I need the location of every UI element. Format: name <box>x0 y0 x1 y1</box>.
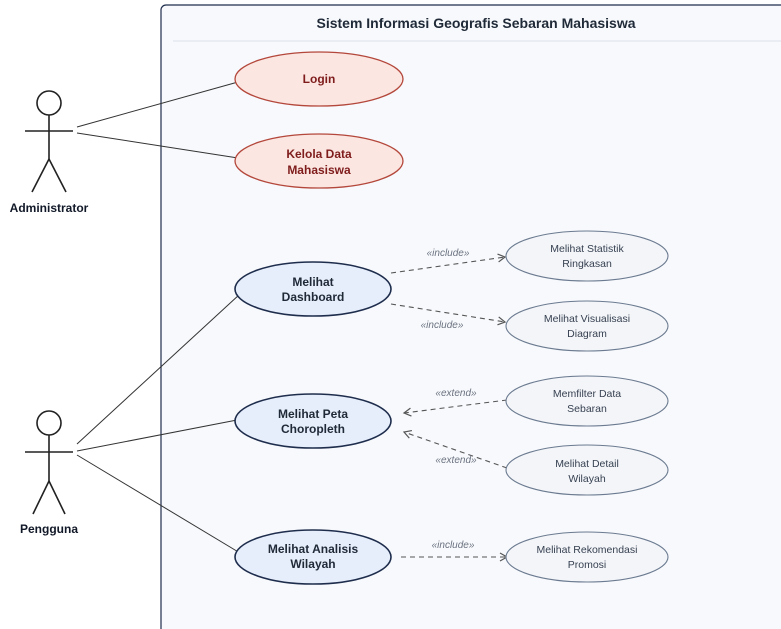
stereotype-include-1: «include» <box>427 248 470 259</box>
usecase-kelola-label-1: Kelola Data <box>286 147 352 161</box>
usecase-analisis-label-1: Melihat Analisis <box>268 542 359 556</box>
usecase-filter-label-1: Memfilter Data <box>553 388 621 400</box>
usecase-melihat-statistik-ringkasan[interactable]: Melihat Statistik Ringkasan <box>505 230 669 282</box>
usecase-visualisasi-label-1: Melihat Visualisasi <box>544 313 630 325</box>
actor-pengguna <box>25 410 73 515</box>
extend-detail-peta <box>402 429 508 469</box>
usecase-peta-label-1: Melihat Peta <box>278 407 348 421</box>
assoc-admin-login <box>76 81 239 128</box>
usecase-melihat-rekomendasi-promosi[interactable]: Melihat Rekomendasi Promosi <box>505 531 669 583</box>
usecase-detail-label-1: Melihat Detail <box>555 458 619 470</box>
stereotype-extend-2: «extend» <box>435 455 477 466</box>
usecase-rekomendasi-label-2: Promosi <box>568 559 607 571</box>
actor-administrator <box>25 90 73 193</box>
include-dashboard-statistik <box>390 253 507 274</box>
usecase-dashboard-label-1: Melihat <box>292 275 333 289</box>
usecase-detail-label-2: Wilayah <box>568 473 606 485</box>
usecase-login-label: Login <box>303 72 336 86</box>
actor-label-pengguna: Pengguna <box>20 522 78 536</box>
stereotype-include-3: «include» <box>432 540 475 551</box>
usecase-peta-label-2: Choropleth <box>281 422 345 436</box>
include-dashboard-visualisasi <box>390 303 507 326</box>
usecase-login[interactable]: Login <box>234 51 404 107</box>
assoc-admin-kelola <box>76 132 239 159</box>
assoc-user-analisis <box>76 454 241 554</box>
stereotype-include-2: «include» <box>421 320 464 331</box>
assoc-user-dashboard <box>76 293 241 445</box>
actor-head <box>36 90 62 116</box>
actor-label-administrator: Administrator <box>10 201 89 215</box>
usecase-statistik-label-1: Melihat Statistik <box>550 243 624 255</box>
actor-right-leg <box>48 158 67 193</box>
usecase-filter-label-2: Sebaran <box>567 403 607 415</box>
actor-right-leg <box>48 480 66 515</box>
usecase-dashboard-label-2: Dashboard <box>282 290 345 304</box>
actor-left-leg <box>31 158 50 193</box>
usecase-analisis-label-2: Wilayah <box>290 557 335 571</box>
usecase-visualisasi-label-2: Diagram <box>567 328 607 340</box>
stereotype-extend-1: «extend» <box>435 388 477 399</box>
assoc-user-peta <box>76 419 238 452</box>
usecase-kelola-label-2: Mahasiswa <box>287 163 351 177</box>
usecase-melihat-dashboard[interactable]: Melihat Dashboard <box>234 261 392 317</box>
usecase-melihat-peta-choropleth[interactable]: Melihat Peta Choropleth <box>234 393 392 449</box>
usecase-memfilter-data-sebaran[interactable]: Memfilter Data Sebaran <box>505 375 669 427</box>
actor-left-leg <box>32 480 50 515</box>
usecase-melihat-visualisasi-diagram[interactable]: Melihat Visualisasi Diagram <box>505 300 669 352</box>
usecase-melihat-analisis-wilayah[interactable]: Melihat Analisis Wilayah <box>234 529 392 585</box>
actor-head <box>36 410 62 436</box>
usecase-statistik-label-2: Ringkasan <box>562 258 612 270</box>
system-title: Sistem Informasi Geografis Sebaran Mahas… <box>316 15 635 31</box>
usecase-kelola-data-mahasiswa[interactable]: Kelola Data Mahasiswa <box>234 133 404 189</box>
usecase-melihat-detail-wilayah[interactable]: Melihat Detail Wilayah <box>505 444 669 496</box>
usecase-rekomendasi-label-1: Melihat Rekomendasi <box>537 544 638 556</box>
